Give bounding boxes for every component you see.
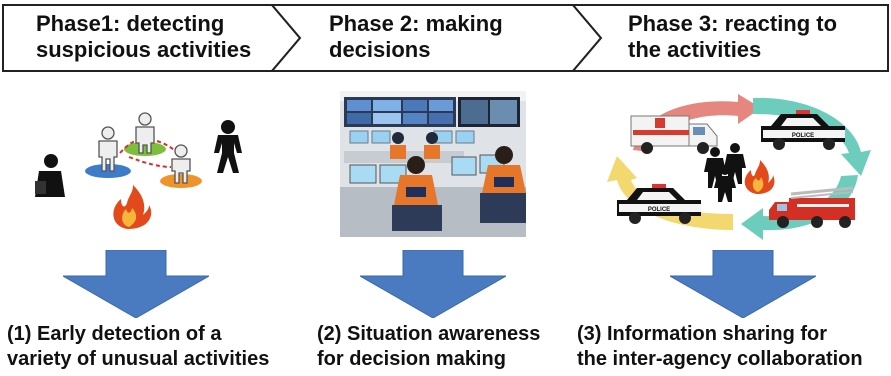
phase-1-down-arrow — [63, 250, 209, 318]
police-car-icon: POLICE — [761, 110, 845, 150]
blue-disk — [85, 164, 131, 178]
phase-3-title: Phase 3: reacting to the activities — [628, 11, 838, 62]
fire-truck-icon — [769, 186, 855, 228]
ambulance-icon — [630, 115, 718, 154]
control-room-image — [340, 91, 526, 237]
person-icon — [135, 112, 155, 154]
link-arrow — [119, 140, 138, 154]
orange-disk — [160, 174, 202, 188]
phase-1-illustration — [35, 112, 242, 229]
phase-banner — [2, 4, 889, 72]
phase-3-illustration: POLICE POLICE — [607, 94, 871, 240]
police-label: POLICE — [792, 133, 814, 139]
cycle-arrow-teal — [741, 175, 858, 240]
police-car-icon: POLICE — [617, 184, 701, 224]
cycle-arrow-red — [633, 94, 761, 152]
person-icon — [171, 144, 191, 184]
green-disk — [124, 142, 166, 156]
person-icon — [214, 120, 242, 173]
fire-icon — [744, 160, 775, 194]
phase-3-chevron — [570, 4, 889, 72]
phase-1-caption: (1) Early detection of a variety of unus… — [7, 323, 270, 370]
phase-3-caption: (3) Information sharing for the inter-ag… — [577, 323, 863, 370]
link-arrow — [156, 140, 180, 158]
crowd-icon — [704, 143, 746, 202]
phase-3-down-arrow — [670, 250, 816, 318]
police-label: POLICE — [648, 207, 670, 213]
link-arrow — [128, 156, 172, 168]
person-icon — [98, 126, 118, 172]
phase-1-title: Phase1: detecting suspicious activities — [36, 11, 252, 62]
phase-2-title: Phase 2: making decisions — [329, 11, 503, 62]
phase-2-caption: (2) Situation awareness for decision mak… — [317, 323, 541, 370]
person-with-bag-icon — [35, 154, 65, 197]
fire-icon — [113, 185, 152, 229]
phase-2-down-arrow — [360, 250, 506, 318]
cycle-arrow-teal — [753, 97, 871, 176]
